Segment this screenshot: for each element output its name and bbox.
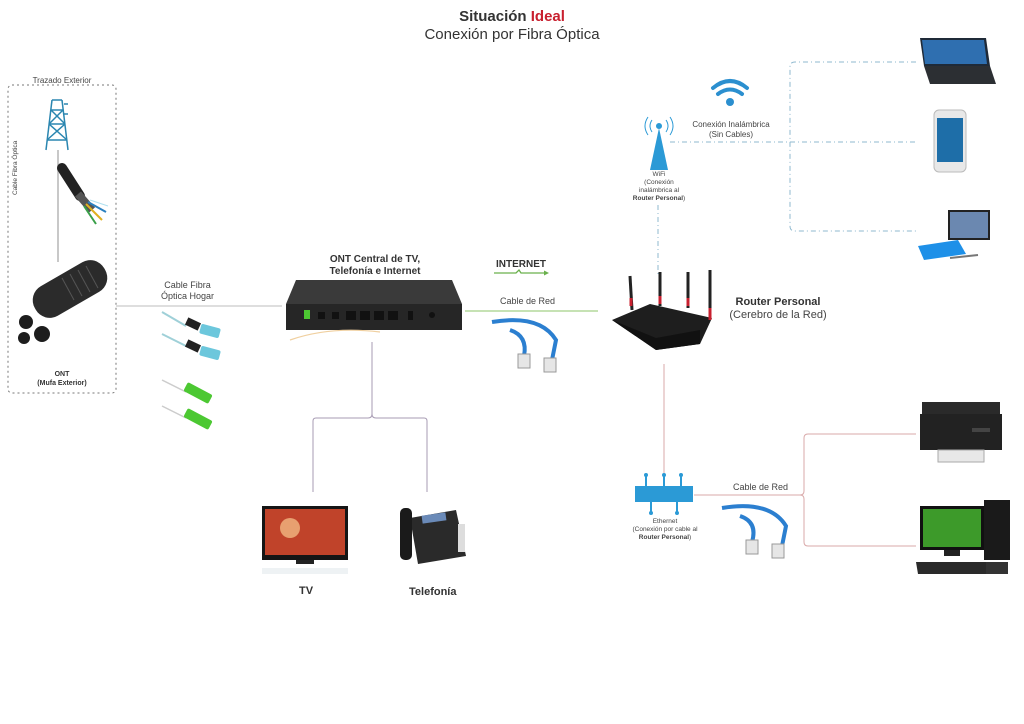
exterior-cable-label: Cable Fibra Óptica [12, 140, 19, 195]
wireless-label-line1: Conexión Inalámbrica [692, 120, 770, 129]
exterior-box-label: Trazado Exterior [32, 76, 92, 85]
network-cable-image-2 [721, 504, 789, 547]
ethernet-desc-line1: (Conexión por cable al [632, 526, 698, 533]
wifi-desc-bold: Router Personal [632, 195, 684, 202]
rj45-plug-1 [517, 353, 531, 369]
ethernet-label: Ethernet (Conexión por cable al Router P… [620, 518, 710, 542]
wifi-antenna-icon [644, 116, 674, 170]
fiber-cable-image [57, 163, 109, 225]
rj45-plug-3 [745, 539, 759, 555]
wireless-label: Conexión Inalámbrica (Sin Cables) [684, 120, 778, 140]
mufa-label: ONT (Mufa Exterior) [8, 370, 116, 388]
desktop-image [916, 500, 1010, 574]
home-fiber-label: Cable Fibra Óptica Hogar [140, 280, 235, 302]
router-subtitle: (Cerebro de la Red) [729, 309, 827, 321]
wifi-desc-line2: inalámbrica al [638, 187, 680, 194]
ont-central-label-line2: Telefonía e Internet [329, 266, 421, 277]
sc-patch-cords [161, 379, 213, 430]
router-image [612, 270, 712, 350]
wifi-desc-line1: (Conexión [644, 179, 674, 186]
wifi-desc-end: ) [683, 195, 686, 202]
phone-label: Telefonía [409, 586, 457, 598]
tv-phone-bracket [312, 413, 428, 492]
ont-central-image [286, 280, 462, 341]
tablet-image [918, 210, 990, 260]
tv-label: TV [299, 585, 314, 597]
diagram-subtitle: Conexión por Fibra Óptica [424, 26, 600, 43]
internet-label: INTERNET [496, 259, 546, 270]
ethernet-desc-line2: Router Personal) [620, 534, 710, 542]
rj45-plug-2 [543, 357, 557, 373]
mpo-patch-cords [161, 311, 221, 360]
ethernet-title: Ethernet [652, 518, 678, 525]
internet-cable-label: Cable de Red [500, 296, 556, 306]
network-cable-image-1 [491, 318, 559, 361]
rj45-plug-4 [771, 543, 785, 559]
wireless-devices-bracket [789, 61, 916, 232]
mufa-closure-image [18, 260, 108, 344]
mufa-title: ONT [54, 371, 70, 378]
ethernet-desc-end: ) [689, 534, 692, 541]
wifi-label: WiFi (Conexión inalámbrica al Router Per… [622, 171, 696, 203]
internet-arrow [494, 268, 544, 274]
laptop-image [920, 38, 996, 84]
mufa-subtitle: (Mufa Exterior) [37, 380, 87, 387]
smartphone-image [933, 109, 967, 173]
diagram-title: Situación Ideal [0, 8, 1024, 25]
ip-phone-image [400, 508, 466, 564]
wireless-label-line2: (Sin Cables) [708, 130, 753, 139]
ont-central-label: ONT Central de TV, Telefonía e Internet [300, 254, 450, 278]
wifi-title: WiFi [652, 171, 666, 178]
internet-arrow-head [544, 270, 549, 276]
ethernet-desc-bold: Router Personal [638, 534, 690, 541]
title-accent: Ideal [530, 8, 565, 25]
wired-devices-bracket [799, 433, 916, 547]
wifi-desc-line3: Router Personal) [622, 195, 696, 203]
tower-icon [45, 99, 69, 151]
router-title: Router Personal [735, 296, 821, 308]
tv-image [262, 506, 348, 574]
home-fiber-label-line1: Cable Fibra [164, 280, 211, 290]
wireless-signal-icon [711, 79, 749, 106]
router-label: Router Personal (Cerebro de la Red) [722, 296, 834, 322]
home-fiber-label-line2: Óptica Hogar [160, 291, 215, 301]
ont-central-label-line1: ONT Central de TV, [329, 254, 421, 265]
title-prefix: Situación [459, 8, 527, 25]
ethernet-switch-icon [635, 473, 693, 515]
ethernet-cable-label: Cable de Red [733, 482, 789, 492]
printer-image [920, 402, 1002, 463]
exterior-box [7, 84, 117, 394]
